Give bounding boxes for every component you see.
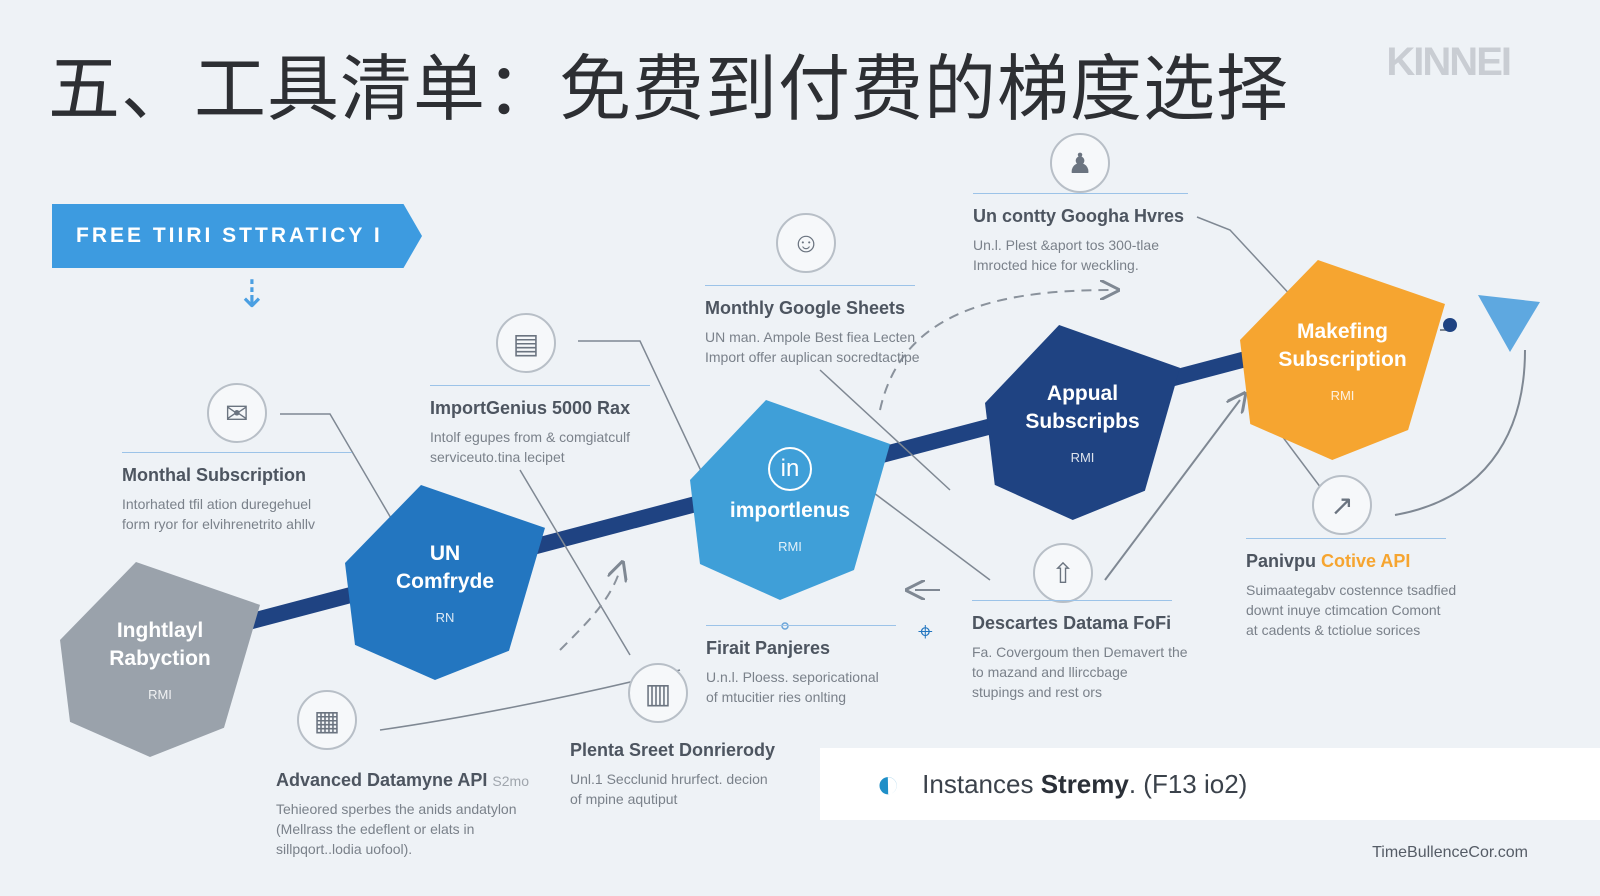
item-title: Firait Panjeres: [706, 638, 831, 658]
envelope-icon: ✉: [207, 383, 267, 443]
footer-brand-bold: Stremy: [1040, 768, 1129, 799]
item-desc-line: sillpqort..lodia uofool).: [276, 841, 413, 857]
item-desc-line: Tehieored sperbes the anids andatylon: [276, 801, 517, 817]
stage-node-label: Makefing: [1296, 319, 1388, 343]
item-monthly-google-sheets: Monthly Google Sheets UN man. Ampole Bes…: [705, 285, 965, 367]
page-title: 五、工具清单：免费到付费的梯度选择: [48, 47, 1290, 131]
item-advanced-datamyne: Advanced Datamyne API S2mo Tehieored spe…: [276, 770, 576, 859]
item-title-accent: Cotive API: [1321, 551, 1411, 571]
item-desc-line: at cadents & tctiolue sorices: [1246, 622, 1421, 638]
stage-node-label: UN: [429, 542, 461, 565]
item-firait-panjeres: Firait Panjeres U.n.l. Ploess. seporicat…: [706, 625, 936, 707]
footer-brand: Instances Stremy. (F13 io2): [922, 769, 1247, 800]
item-desc: UN man. Ampole Best fiea Lecten Import o…: [705, 327, 965, 367]
item-desc: U.n.l. Ploess. seporicational of mtuciti…: [706, 667, 936, 707]
building-icon: ▦: [297, 690, 357, 750]
stage-node-label: Appual: [1046, 382, 1119, 405]
item-desc-line: of mtucitier ries onlting: [706, 689, 847, 705]
linkedin-icon: in: [768, 446, 812, 491]
item-desc-line: Suimaategabv costennce tsadfied: [1246, 582, 1457, 598]
item-title: Monthly Google Sheets: [705, 298, 906, 318]
divider: [705, 285, 915, 286]
divider: [706, 625, 896, 626]
footer-strip: ◐ Instances Stremy. (F13 io2): [820, 748, 1600, 820]
item-desc: Tehieored sperbes the anids andatylon (M…: [276, 799, 576, 859]
item-desc-line: Unl.1 Secclunid hrurfect. decion: [570, 771, 768, 787]
item-desc-line: Un.l. Plest &aport tos 300-tlae: [973, 237, 1159, 253]
credit-text: TimeBullenceCor.com: [1372, 844, 1528, 861]
person-icon: ♟: [1050, 133, 1110, 193]
brand-logo: KINNEI: [1386, 40, 1512, 84]
item-desc: Suimaategabv costennce tsadfied downt in…: [1246, 580, 1516, 640]
item-title: Un contty Googha Hvres: [973, 206, 1185, 226]
people-icon: ☺: [776, 213, 836, 273]
stage-node-label: Comfryde: [395, 570, 495, 593]
stage-node-sub: RMI: [1070, 450, 1095, 465]
item-title: Monthal Subscription: [122, 465, 306, 485]
item-desc-line: to mazand and llirccbage: [972, 664, 1128, 680]
divider: [122, 452, 352, 453]
divider: [973, 193, 1188, 194]
item-desc-line: Intolf egupes from & comgiatculf: [430, 429, 630, 445]
item-desc-line: serviceuto.tina lecipet: [430, 449, 565, 465]
end-pennant: [1478, 295, 1540, 352]
footer-suffix: . (F13 io2): [1128, 768, 1248, 799]
stage-node-label: Rabyction: [109, 647, 211, 670]
stage-node-label: Subscripbs: [1025, 410, 1140, 433]
item-title-main: Advanced Datamyne API: [276, 770, 488, 790]
item-panivpu-cotive-api: Panivpu Cotive API Suimaategabv costennc…: [1246, 538, 1516, 640]
item-title-prefix: Panivpu: [1246, 551, 1322, 571]
item-desc-line: downt inuye ctimcation Comont: [1246, 602, 1441, 618]
footer-brand-light: Instances: [922, 768, 1041, 799]
item-plenta-sreet: Plenta Sreet Donrierody Unl.1 Secclunid …: [570, 740, 820, 809]
rocket-icon: ↗: [1312, 475, 1372, 535]
map-pin-icon: ⌖: [918, 616, 933, 646]
item-desc: Un.l. Plest &aport tos 300-tlae Imrocted…: [973, 235, 1223, 275]
item-desc: Unl.1 Secclunid hrurfect. decion of mpin…: [570, 769, 820, 809]
item-title: Descartes Datama FoFi: [972, 613, 1172, 633]
item-importgenius: ImportGenius 5000 Rax Intolf egupes from…: [430, 385, 680, 467]
city-icon: ▥: [628, 663, 688, 723]
item-desc-line: Imrocted hice for weckling.: [973, 257, 1139, 273]
stage-node-sub: RMI: [778, 538, 802, 554]
item-desc: Intorhated tfil ation duregehuel form ry…: [122, 494, 352, 534]
divider: [972, 600, 1172, 601]
stage-node-sub: RN: [435, 610, 455, 625]
item-title: Advanced Datamyne API S2mo: [276, 770, 576, 791]
item-desc: Intolf egupes from & comgiatculf service…: [430, 427, 680, 467]
divider: [1246, 538, 1446, 539]
item-title: Panivpu Cotive API: [1246, 551, 1516, 572]
document-chart-icon: ▤: [496, 313, 556, 373]
stage-node-label: importlenus: [729, 498, 851, 522]
item-desc-line: Fa. Covergoum then Demavert the: [972, 644, 1188, 660]
stage-node-sub: RMI: [148, 687, 172, 702]
item-desc-line: UN man. Ampole Best fiea Lecten: [705, 329, 916, 345]
item-desc-line: stupings and rest ors: [972, 684, 1102, 700]
item-title: Plenta Sreet Donrierody: [570, 740, 776, 760]
item-un-contty-googha: Un contty Googha Hvres Un.l. Plest &apor…: [973, 193, 1223, 275]
strategy-banner: FREE TIIRI STTRATICY I: [52, 204, 422, 268]
item-title: ImportGenius 5000 Rax: [430, 398, 631, 418]
item-desc-line: Import offer auplican socredtactipe: [705, 349, 920, 365]
item-desc-line: form ryor for elvihrenetrito ahllv: [122, 516, 315, 532]
upload-icon: ⇧: [1033, 543, 1093, 603]
item-monthal-subscription: Monthal Subscription Intorhated tfil ati…: [122, 452, 352, 534]
brand-mark-icon: ◐: [876, 761, 901, 806]
item-desc-line: Intorhated tfil ation duregehuel: [122, 496, 312, 512]
down-arrow-icon: ⇣: [236, 274, 268, 316]
item-desc-line: (Mellrass the edeflent or elats in: [276, 821, 475, 837]
stage-node-sub: RMI: [1330, 387, 1355, 403]
item-descartes: Descartes Datama FoFi Fa. Covergoum then…: [972, 600, 1242, 702]
stage-node-label: Subscription: [1278, 347, 1407, 371]
item-title-suffix: S2mo: [492, 773, 529, 789]
item-desc-line: of mpine aqutiput: [570, 791, 678, 807]
item-desc: Fa. Covergoum then Demavert the to mazan…: [972, 642, 1242, 702]
stage-node-label: Inghtlayl: [116, 619, 204, 642]
item-desc-line: U.n.l. Ploess. seporicational: [706, 669, 879, 685]
divider: [430, 385, 650, 386]
